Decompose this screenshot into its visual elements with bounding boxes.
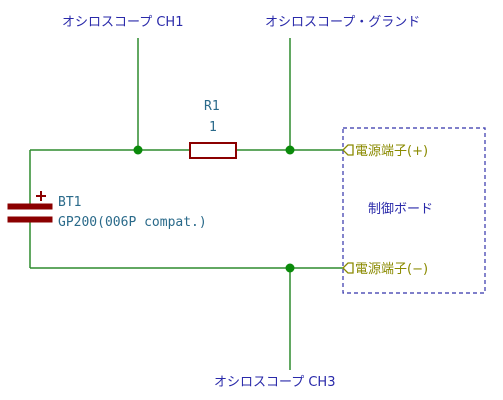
- battery-bt1-symbol: [7, 191, 53, 223]
- resistor-ref: R1: [204, 99, 220, 114]
- battery-ref: BT1: [58, 195, 81, 210]
- junction-ground: [285, 145, 295, 155]
- port-plus-label: 電源端子(+): [355, 144, 428, 159]
- resistor-value: 1: [209, 120, 217, 135]
- battery-positive-plate: [7, 203, 53, 210]
- junction-ch3: [285, 263, 295, 273]
- port-minus-icon: [342, 262, 354, 274]
- junction-ch1: [133, 145, 143, 155]
- port-minus-label: 電源端子(−): [355, 262, 428, 277]
- port-plus-icon: [342, 144, 354, 156]
- net-label-scope-ground: オシロスコープ・グランド: [265, 15, 420, 30]
- battery-negative-plate: [7, 216, 53, 223]
- resistor-r1-symbol: [189, 142, 237, 159]
- net-label-scope-ch1: オシロスコープ CH1: [62, 15, 183, 30]
- battery-value: GP200(006P compat.): [58, 215, 207, 230]
- control-board-title: 制御ボード: [368, 202, 433, 217]
- net-label-scope-ch3: オシロスコープ CH3: [214, 375, 335, 390]
- control-board-box: [342, 127, 486, 294]
